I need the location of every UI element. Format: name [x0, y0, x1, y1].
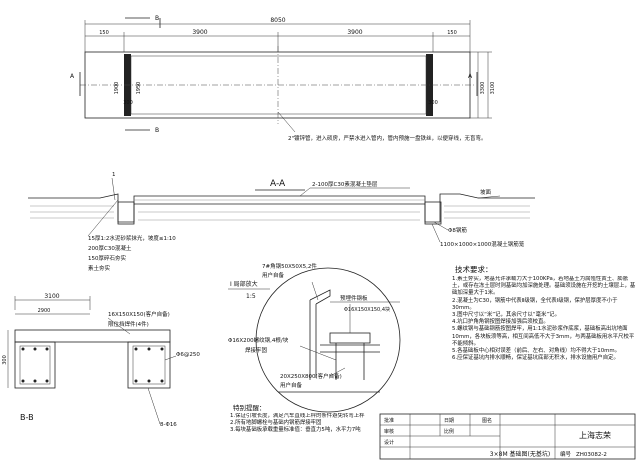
callout-block: 1100×1000×1000混凝土钢筋笼 — [440, 240, 525, 248]
plan-note: 2"镀锌管，进入硕房，严禁水进入管内，管内预施一盘铁丝，以便穿线，无盲弯。 — [288, 134, 487, 142]
detail-plate-label: 预埋件钢板 — [340, 294, 368, 302]
section-bb-title: B-B — [20, 413, 34, 422]
hint-item-0: 1.保证引坡长度，满足汽车直线上秤的条件避免转弯上秤 — [230, 413, 365, 419]
callout-slope: 坡面 — [480, 188, 492, 196]
detail-bolt-sub: 焊接牢固 — [245, 346, 268, 354]
dim-width-inner-right: 3300 — [480, 82, 486, 95]
detail-i: I 局部放大 1:5 7#角钢50X50X5,2件 用户自备 预埋件钢板 Φ16… — [228, 262, 401, 413]
tb-row-0: 批准 — [384, 417, 394, 424]
left-note-1: 200厚C30混凝土 — [88, 244, 132, 252]
detail-plate-sub: Φ16X150X150,4块 — [344, 306, 390, 313]
tech-item-2: 3.图中尺寸以“米”记，其余尺寸以“毫米”记。 — [452, 312, 560, 319]
section-mark-b-top: B — [155, 15, 159, 22]
tech-title: 技术要求： — [455, 264, 493, 274]
bb-callout-a2: 限位挡焊件(4件) — [108, 320, 149, 328]
dim-overall: 8050 — [270, 17, 285, 24]
section-aa-title: A-A — [270, 179, 286, 189]
bb-dim-inner: 2900 — [38, 308, 51, 314]
section-mark-a-left: A — [70, 73, 75, 80]
tb-col-0: 日期 — [444, 418, 454, 424]
soil-hatch — [30, 205, 530, 221]
hints-body: 1.保证引坡长度，满足汽车直线上秤的条件避免转弯上秤 2.所有地脚螺栓与基础内钢… — [230, 413, 365, 433]
detail-bolt-label: Φ16X200螺纹钢,4根/块 — [228, 336, 289, 344]
rebar-cage-left — [19, 345, 51, 385]
callout-rebar: Φ8钢筋 — [448, 226, 467, 234]
tb-row-2: 设计 — [384, 439, 394, 446]
tech-body: 1.素土夯实，地基允许承载力大于100KPa，若地基土为腐殖性黄土、膨胀土，或存… — [452, 276, 636, 362]
tech-item-3: 4.坑口护角角钢按图焊接加强后须校直。 — [452, 319, 549, 326]
bb-dim-side: 300 — [2, 355, 8, 365]
dim-pad-left: 300 — [123, 100, 133, 106]
section-mark-b-bottom: B — [155, 127, 159, 134]
hint-item-2: 3.每块基础板承载重量标准值：垂直力5吨，水平力7吨 — [230, 427, 361, 433]
tech-item-0: 1.素土夯实，地基允许承载力大于100KPa，若地基土为腐殖性黄土、膨胀土，或存… — [452, 276, 636, 297]
tech-requirements: 技术要求： 1.素土夯实，地基允许承载力大于100KPa，若地基土为腐殖性黄土、… — [452, 264, 636, 362]
detail-angle-label: 7#角钢50X50X5,2件 — [262, 262, 317, 270]
dim-width-outer-right: 3100 — [490, 82, 496, 95]
tb-drawing-title: 3×8M 基础图(无基坑) — [490, 450, 550, 458]
dim-left-edge: 150 — [99, 30, 109, 36]
bb-callout-c: 8-Φ16 — [160, 422, 177, 428]
callout-concrete: 2-100厚C30素混凝土垫层 — [312, 180, 378, 188]
title-block: 批准 审核 设计 日期 比例 图名 3×8M 基础图(无基坑) 上海志荣 编号 … — [379, 413, 636, 460]
dim-col-a: 1900 — [114, 82, 120, 95]
left-note-3: 素土夯实 — [88, 264, 111, 272]
tb-col-1: 比例 — [444, 428, 454, 435]
rebar-cage-right — [132, 345, 166, 385]
tech-item-1: 2.混凝土为C30，钢筋中代表Ⅱ级钢，全代表Ⅰ级钢，保护层厚度不小于30mm。 — [452, 297, 618, 311]
hints-title: 特别提醒： — [233, 403, 266, 412]
dim-col-b: 1950 — [136, 82, 142, 95]
detail-bottom-plate: 20X250X800(客户自备) — [280, 372, 342, 380]
left-note-2: 150厚碎石夯实 — [88, 254, 126, 262]
note-one: 1 — [112, 172, 116, 178]
plan-view: 8050 3900 3900 150 150 B B 3300 3100 190… — [70, 15, 496, 142]
detail-angle-sub: 用户自备 — [262, 271, 285, 279]
detail-title: I 局部放大 — [230, 280, 258, 288]
tech-item-4: 5.螺纹钢与基础钢筋按图焊牢，用1:1水泥砂浆作底浆，基础板高出坑地面10mm，… — [452, 326, 635, 347]
bb-dim-top: 3100 — [44, 293, 59, 300]
tb-name-label: 图名 — [482, 417, 492, 424]
dim-pad-right: 300 — [428, 100, 438, 106]
tb-code-value: ZH03082-2 — [576, 452, 607, 458]
hint-item-1: 2.所有地脚螺栓与基础内钢筋焊接牢固 — [230, 420, 322, 426]
section-bb: 3100 2900 300 B-B 16X150X150(客户自备) 限位挡焊件… — [2, 293, 200, 428]
section-mark-a-right: A — [468, 73, 473, 80]
section-aa: A-A 2-100厚C30素混凝土垫层 坡面 Φ8钢筋 1100×1000×10… — [28, 172, 535, 272]
tb-company: 上海志荣 — [579, 430, 611, 440]
detail-circle — [255, 267, 401, 413]
detail-bottom-sub: 用户自备 — [280, 381, 303, 389]
detail-scale: 1:5 — [246, 293, 256, 300]
bb-callout-b: Φ6@250 — [176, 352, 200, 358]
plan-note-text: 2"镀锌管，进入硕房，严禁水进入管内，管内预施一盘铁丝，以便穿线，无盲弯。 — [288, 134, 487, 142]
tech-item-5: 5.各基础板中心相对误差（前后、左右、对角线）均不得大于10mm。 — [452, 348, 621, 355]
tb-row-1: 审核 — [384, 428, 394, 435]
tb-code-label: 编号 — [560, 450, 572, 458]
left-note-0: 15厚1:2水泥砂浆抹光，坡度≤1:10 — [88, 234, 176, 242]
bb-callout-a: 16X150X150(客户自备) — [108, 310, 170, 318]
tech-item-6: 6.应保证基坑内排水顺畅，保证基坑底部无积水，排水设施用户自定。 — [452, 355, 619, 362]
dim-right-edge: 150 — [447, 30, 457, 36]
dim-half-left: 3900 — [192, 29, 207, 36]
special-hints: 特别提醒： 1.保证引坡长度，满足汽车直线上秤的条件避免转弯上秤 2.所有地脚螺… — [230, 403, 365, 433]
dim-half-right: 3900 — [347, 29, 362, 36]
